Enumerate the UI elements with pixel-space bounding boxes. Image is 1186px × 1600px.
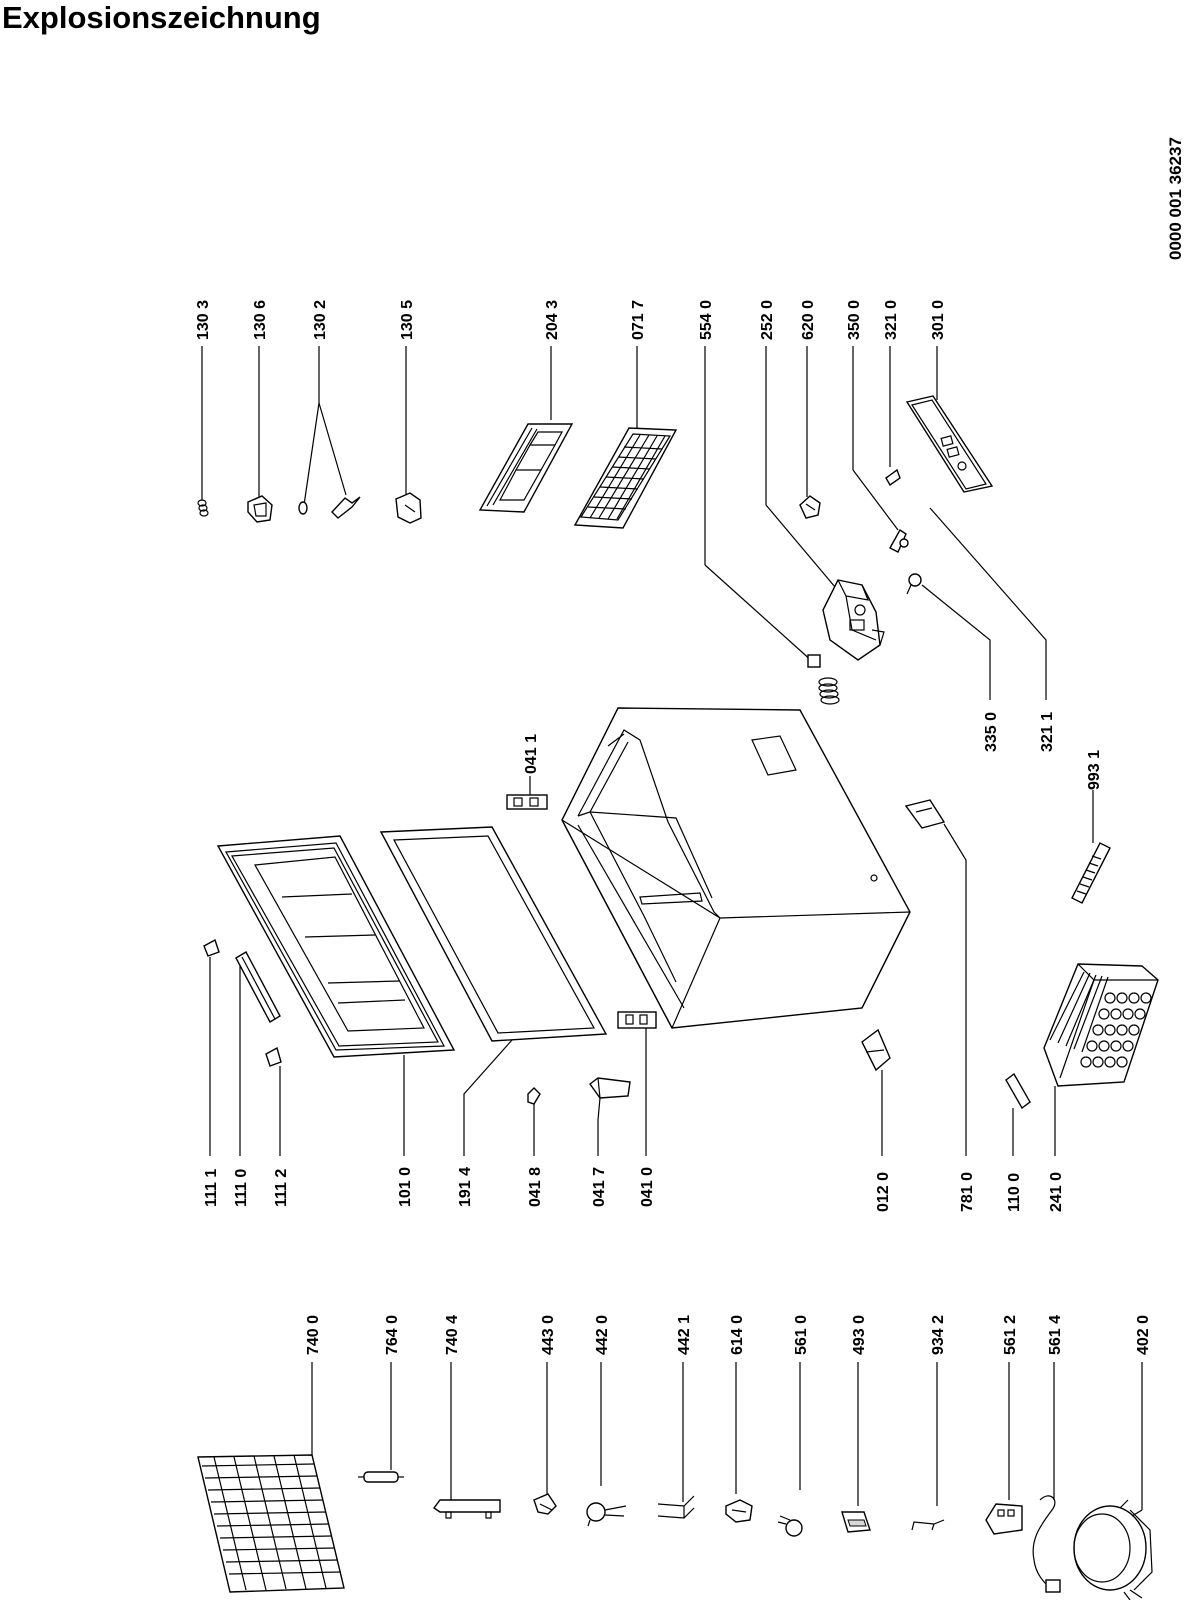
part-561-2-connector (985, 1503, 1023, 1535)
part-111-1-cap (203, 938, 220, 957)
label-620-0: 620 0 (800, 300, 817, 340)
part-101-0-lid (216, 835, 456, 1058)
page-title: Explosionszeichnung (2, 0, 321, 35)
part-554-0-coil (807, 654, 840, 705)
part-781-0-bracket (904, 799, 946, 829)
part-321-0-clip (885, 468, 901, 487)
top-leaders (201, 346, 938, 663)
part-561-0-capacitor (777, 1515, 803, 1537)
label-561-2: 561 2 (1002, 1315, 1019, 1355)
part-402-0-compressor (1073, 1499, 1153, 1600)
label-111-1: 111 1 (203, 1169, 220, 1207)
label-764-0: 764 0 (384, 1315, 401, 1355)
part-cabinet (561, 707, 911, 1029)
label-111-0: 111 0 (233, 1169, 250, 1207)
label-402-0: 402 0 (1135, 1315, 1152, 1355)
label-442-1: 442 1 (676, 1315, 693, 1355)
label-130-2: 130 2 (312, 300, 329, 340)
part-301-0-control-panel (905, 395, 994, 493)
label-442-0: 442 0 (594, 1315, 611, 1355)
label-554-0: 554 0 (698, 300, 715, 340)
part-934-2-cable (911, 1519, 945, 1531)
label-041-8: 041 8 (527, 1167, 544, 1207)
part-740-4-bracket (432, 1499, 501, 1519)
label-301-0: 301 0 (930, 300, 947, 340)
part-041-8-clip (527, 1087, 541, 1105)
part-012-0-bracket (861, 1028, 891, 1072)
label-012-0: 012 0 (875, 1172, 892, 1212)
part-442-1-bracket (657, 1495, 695, 1519)
part-071-7-grid (573, 427, 678, 529)
part-191-4-gasket (379, 826, 608, 1042)
part-130-5-hinge-cover (395, 492, 422, 524)
label-740-0: 740 0 (305, 1315, 322, 1355)
label-110-0: 110 0 (1006, 1173, 1023, 1212)
label-781-0: 781 0 (959, 1172, 976, 1212)
part-443-0-relay (533, 1493, 557, 1515)
label-111-2: 111 2 (273, 1169, 290, 1207)
part-111-2-cap (265, 1046, 282, 1067)
part-620-0-component (799, 495, 821, 519)
part-204-3-tray (478, 423, 574, 513)
top-labels: 130 3 130 6 130 2 130 5 204 3 071 7 554 … (195, 300, 947, 340)
label-350-0: 350 0 (846, 300, 863, 340)
part-041-0-hinge (617, 1011, 657, 1029)
label-321-1: 321 1 (1039, 712, 1056, 752)
label-993-1: 993 1 (1086, 750, 1103, 790)
label-041-7: 041 7 (591, 1167, 608, 1207)
middle-labels: 111 1 111 0 111 2 101 0 191 4 041 8 041 … (203, 1167, 1065, 1212)
part-993-1-handle-strip (1071, 842, 1111, 904)
part-442-0-starter (586, 1502, 627, 1527)
part-740-0-condenser (197, 1454, 345, 1593)
label-740-4: 740 4 (444, 1315, 461, 1355)
label-071-7: 071 7 (630, 300, 647, 340)
part-561-4-cable (1032, 1495, 1061, 1593)
label-191-4: 191 4 (457, 1167, 474, 1207)
part-041-1-hinge (506, 794, 548, 810)
part-130-3-spring (197, 499, 209, 517)
part-764-0-filter-drier (358, 1471, 404, 1483)
label-493-0: 493 0 (851, 1315, 868, 1355)
label-321-0: 321 0 (883, 300, 900, 340)
label-130-6: 130 6 (252, 300, 269, 340)
part-111-0-handle (235, 951, 281, 1023)
part-350-0-lamp-holder (889, 528, 909, 553)
part-252-0-electrical-box (822, 579, 885, 661)
label-252-0: 252 0 (759, 300, 776, 340)
label-130-5: 130 5 (399, 300, 416, 340)
part-130-2-hinge-parts (298, 496, 361, 519)
right-leaders (921, 507, 1094, 843)
label-934-2: 934 2 (930, 1315, 947, 1355)
label-241-0: 241 0 (1048, 1172, 1065, 1212)
label-041-0: 041 0 (639, 1167, 656, 1207)
part-130-6-hinge (247, 495, 273, 523)
label-614-0: 614 0 (729, 1315, 746, 1355)
label-561-0: 561 0 (793, 1315, 810, 1355)
document-number: 0000 001 36237 (1166, 137, 1185, 260)
label-443-0: 443 0 (540, 1315, 557, 1355)
part-041-7-cover (589, 1077, 631, 1099)
label-041-1: 041 1 (523, 734, 540, 774)
label-130-3: 130 3 (195, 300, 212, 340)
bottom-labels: 740 0 764 0 740 4 443 0 442 0 442 1 614 … (305, 1315, 1152, 1355)
label-204-3: 204 3 (544, 300, 561, 340)
part-110-0-handle (1005, 1072, 1031, 1110)
middle-leaders (209, 957, 1056, 1156)
part-493-0-terminal-block (841, 1511, 871, 1533)
label-101-0: 101 0 (397, 1167, 414, 1207)
part-241-0-basket (1043, 963, 1159, 1087)
part-335-0-lamp (906, 573, 922, 595)
label-561-4: 561 4 (1047, 1315, 1064, 1355)
label-335-0: 335 0 (983, 712, 1000, 752)
part-614-0-thermostat (725, 1499, 753, 1523)
bottom-leaders (311, 1362, 1143, 1510)
